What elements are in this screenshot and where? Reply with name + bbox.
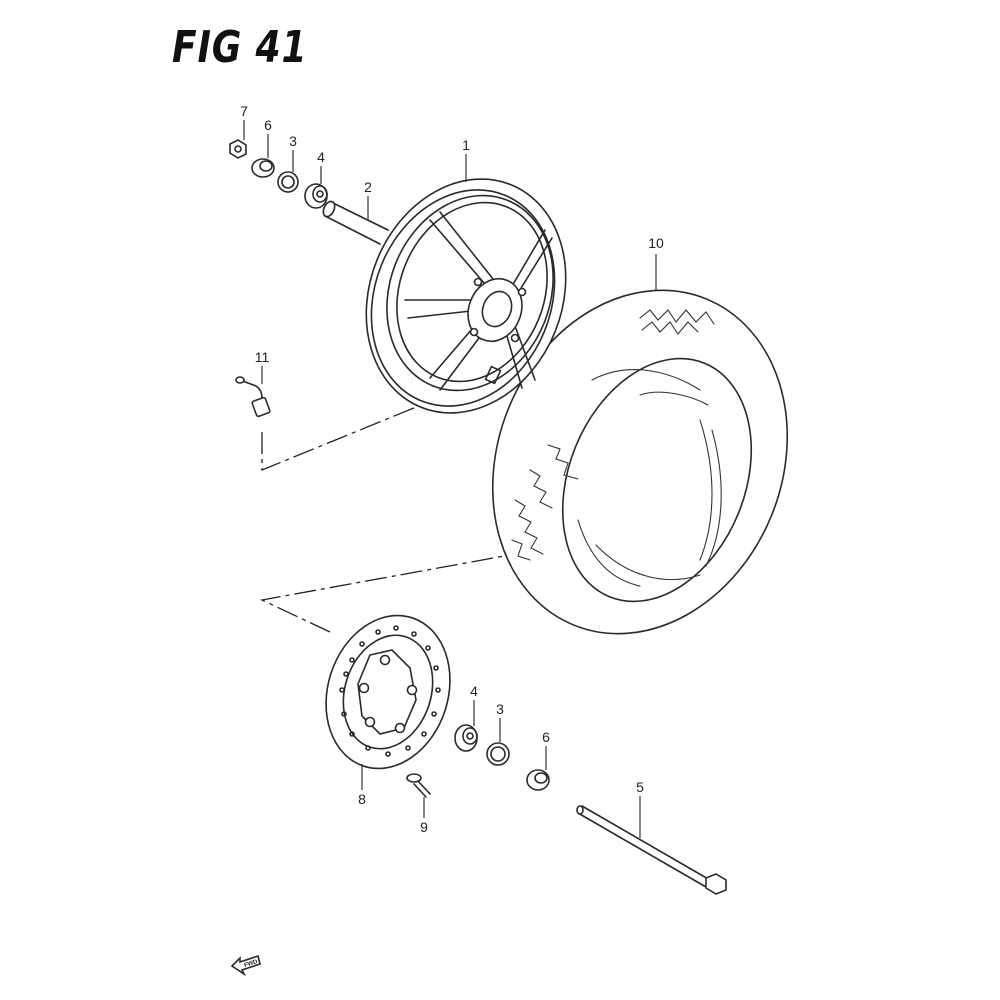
callout-11: 11 xyxy=(255,349,270,365)
callout-4-bottom: 4 xyxy=(470,683,478,699)
callout-7: 7 xyxy=(240,103,248,119)
disc-bolt xyxy=(406,773,431,798)
callout-10: 10 xyxy=(648,235,664,251)
callout-2: 2 xyxy=(364,179,372,195)
oil-seal-top xyxy=(277,171,299,193)
axle-nut-top xyxy=(229,139,247,159)
bearing-top xyxy=(304,183,328,209)
tire-valve xyxy=(235,376,271,418)
collar-bottom xyxy=(526,769,550,791)
callout-6-bottom: 6 xyxy=(542,729,550,745)
disc-holes xyxy=(339,625,441,757)
forward-arrow-icon: FWD xyxy=(230,954,261,977)
callout-3-bottom: 3 xyxy=(496,701,504,717)
figure-title: FIG 41 xyxy=(172,22,308,73)
brake-disc xyxy=(325,614,451,770)
bearing-bottom xyxy=(454,724,478,752)
fwd-label: FWD xyxy=(244,959,259,969)
callout-1: 1 xyxy=(462,137,470,153)
callout-9: 9 xyxy=(420,819,428,835)
tire xyxy=(491,289,789,635)
callout-6-top: 6 xyxy=(264,117,272,133)
wheel-rim xyxy=(365,178,567,414)
axle xyxy=(576,805,727,895)
callout-8: 8 xyxy=(358,791,366,807)
leader-lines xyxy=(243,120,657,838)
callout-4-top: 4 xyxy=(317,149,325,165)
collar-top xyxy=(251,158,275,178)
callout-5: 5 xyxy=(636,779,644,795)
callout-3-top: 3 xyxy=(289,133,297,149)
oil-seal-bottom xyxy=(486,742,510,766)
spacer xyxy=(322,200,389,245)
